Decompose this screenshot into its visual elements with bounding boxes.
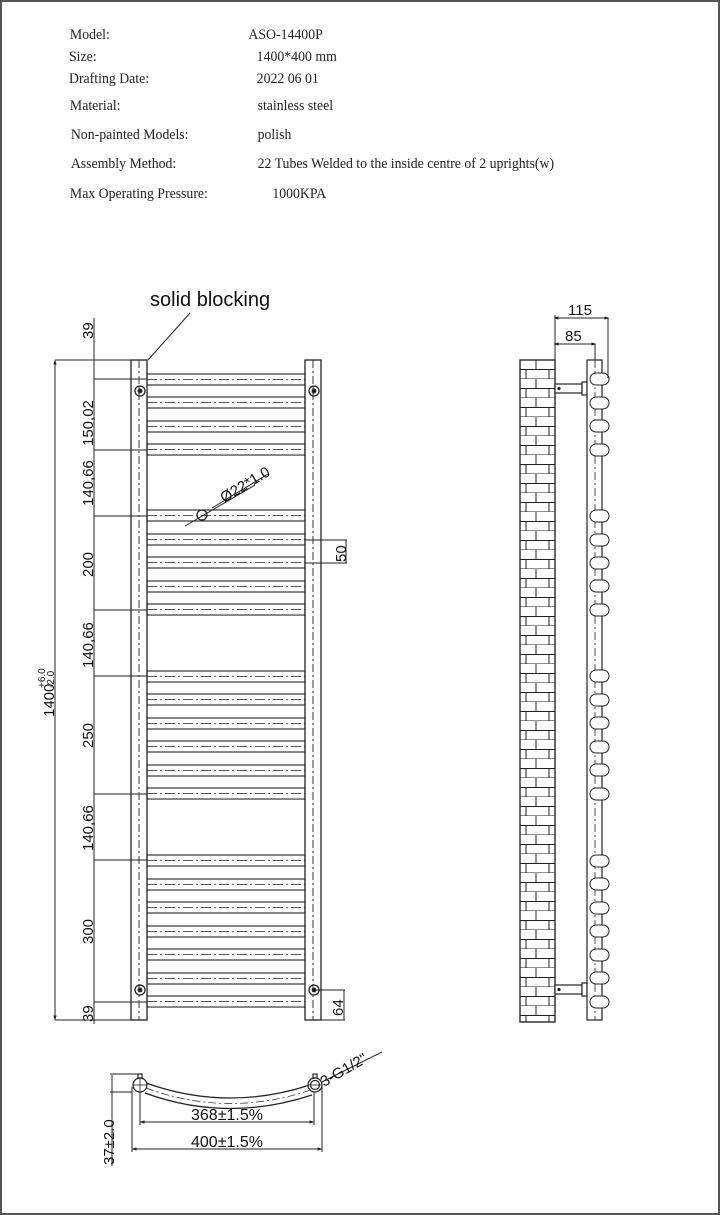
tube-pitch-label: 50 [333,545,350,562]
connection-spec-label: 3-G1/2" [318,1050,371,1090]
spec-value-max-pressure: 1000KPA [272,186,327,202]
callout-solid-blocking: solid blocking [150,289,270,311]
side-view [519,315,610,1023]
spec-value-drafting-date: 2022 06 01 [256,71,319,87]
mounting-point-icon [134,385,320,996]
tube-rails [146,373,306,1008]
wall-bracket-top [554,381,588,396]
spec-label-non-painted: Non-painted Models: [70,127,189,143]
spec-value-size: 1400*400 mm [256,49,337,65]
spec-value-non-painted: polish [257,127,292,143]
svg-text:-2.0: -2.0 [46,670,57,688]
front-view [53,312,347,1024]
center-width-label: 368±1.5% [191,1107,263,1124]
svg-text:+6.0: +6.0 [37,668,48,688]
spec-value-material: stainless steel [257,98,334,114]
tube-group-3 [146,670,306,800]
spec-value-assembly-method: 22 Tubes Welded to the inside centre of … [257,156,555,172]
tube-end-ovals [589,372,610,1009]
dim-300: 300 [80,919,97,944]
depth-115-label: 115 [568,302,592,319]
overall-height-label: 1400 +6.0 -2.0 [37,668,58,717]
dim-140-66-b: 140,66 [80,622,97,668]
dim-top-39: 39 [80,322,97,339]
bottom-offset-label: 64 [330,999,347,1016]
spec-label-max-pressure: Max Operating Pressure: [69,186,208,202]
top-view [110,1051,383,1166]
dim-150-02: 150,02 [80,400,97,446]
tube-group-1 [146,373,306,456]
solid-blocking-leader [147,312,191,361]
overall-width-label: 400±1.5% [191,1134,263,1151]
tube-group-4 [146,854,306,1008]
left-dimension-labels: 39 150,02 140,66 200 140,66 250 140,66 3… [80,322,97,1022]
spec-label-model: Model: [69,27,110,43]
spec-label-size: Size: [69,49,97,65]
dim-140-66-c: 140,66 [80,805,97,851]
bow-depth-label: 37±2.0 [101,1119,118,1165]
spec-label-assembly-method: Assembly Method: [70,156,177,172]
spec-value-model: ASO-14400P [248,27,323,43]
dim-bottom-39: 39 [80,1005,97,1022]
svg-text:1400: 1400 [41,684,58,717]
dim-250: 250 [80,723,97,748]
spec-label-drafting-date: Drafting Date: [69,71,150,87]
dim-140-66-a: 140,66 [80,460,97,506]
dim-200: 200 [80,552,97,577]
wall-bracket-bottom [554,982,588,997]
tube-group-2 [146,509,306,616]
brick-wall-icon [519,359,556,1023]
depth-85-label: 85 [565,328,582,345]
spec-label-material: Material: [69,98,121,114]
